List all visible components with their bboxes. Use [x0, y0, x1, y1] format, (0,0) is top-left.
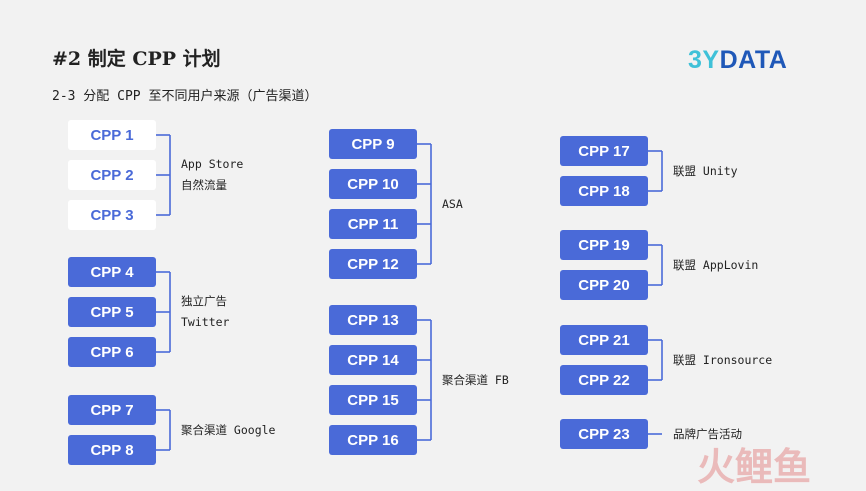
cpp-box: CPP 5	[68, 297, 156, 327]
group-label: 联盟 Ironsource	[673, 352, 773, 367]
cpp-box: CPP 20	[560, 270, 648, 300]
cpp-box: CPP 22	[560, 365, 648, 395]
group-label: 独立广告	[181, 294, 227, 308]
group-label: 自然流量	[181, 178, 227, 192]
group-label: 联盟 AppLovin	[673, 257, 759, 272]
group-label: 品牌广告活动	[673, 426, 742, 441]
cpp-box: CPP 4	[68, 257, 156, 287]
group-label: ASA	[442, 196, 463, 211]
cpp-box: CPP 11	[329, 209, 417, 239]
page-title: #2 制定 CPP 计划	[52, 48, 221, 70]
cpp-box: CPP 19	[560, 230, 648, 260]
cpp-box: CPP 15	[329, 385, 417, 415]
cpp-box: CPP 21	[560, 325, 648, 355]
cpp-box: CPP 3	[68, 200, 156, 230]
cpp-box: CPP 23	[560, 419, 648, 449]
logo-part-1: 3Y	[688, 46, 720, 74]
group-label: 聚合渠道 FB	[442, 372, 509, 387]
cpp-box: CPP 14	[329, 345, 417, 375]
cpp-box: CPP 1	[68, 120, 156, 150]
cpp-box: CPP 13	[329, 305, 417, 335]
watermark: 火鲤鱼	[697, 445, 812, 489]
page-subtitle: 2-3 分配 CPP 至不同用户来源（广告渠道）	[52, 89, 318, 104]
group-label: Twitter	[181, 315, 230, 329]
cpp-box: CPP 6	[68, 337, 156, 367]
cpp-box: CPP 10	[329, 169, 417, 199]
group-label: App Store	[181, 157, 244, 171]
group-label: 聚合渠道 Google	[181, 422, 276, 437]
group-label: 联盟 Unity	[673, 163, 738, 178]
cpp-box: CPP 16	[329, 425, 417, 455]
cpp-box: CPP 17	[560, 136, 648, 166]
cpp-box: CPP 9	[329, 129, 417, 159]
brand-logo: 3YDATA	[688, 46, 787, 75]
cpp-box: CPP 18	[560, 176, 648, 206]
cpp-box: CPP 7	[68, 395, 156, 425]
cpp-box: CPP 8	[68, 435, 156, 465]
cpp-box: CPP 2	[68, 160, 156, 190]
logo-part-2: DATA	[719, 46, 788, 74]
cpp-box: CPP 12	[329, 249, 417, 279]
